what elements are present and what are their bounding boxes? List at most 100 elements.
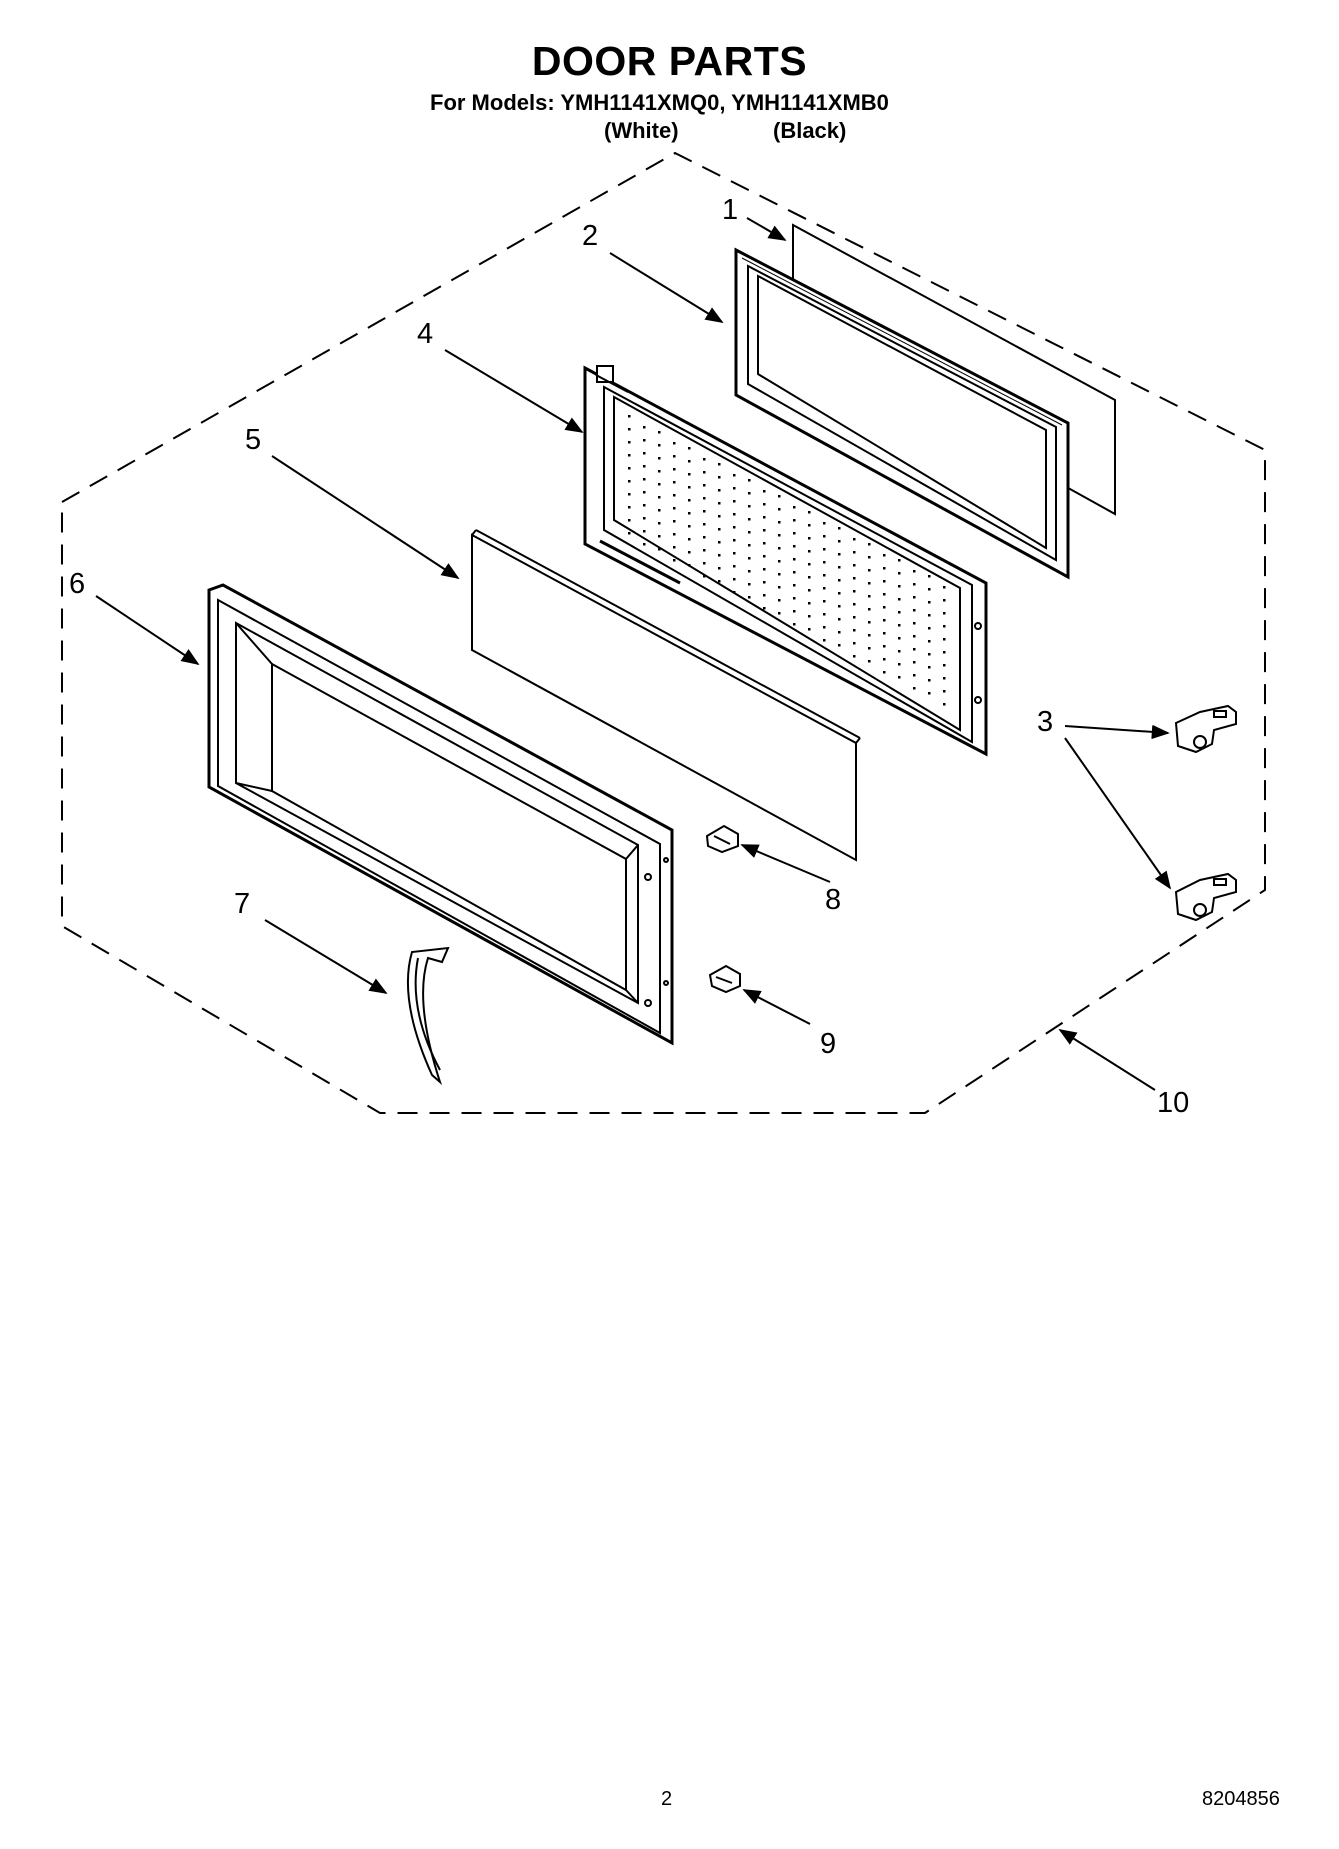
perforation-dot — [628, 506, 631, 509]
perforation-dot — [808, 628, 811, 631]
callout-8: 8 — [825, 884, 842, 916]
perforation-dot — [628, 428, 631, 431]
perforation-dot — [733, 539, 736, 542]
perforation-dot — [673, 442, 676, 445]
perforation-dot — [928, 666, 931, 669]
callout-3: 3 — [1037, 706, 1054, 738]
perforation-dot — [733, 578, 736, 581]
perforation-dot — [643, 426, 646, 429]
perforation-dot — [793, 584, 796, 587]
perforation-dot — [913, 583, 916, 586]
perforation-dot — [628, 415, 631, 418]
perforation-dot — [853, 577, 856, 580]
perforation-dot — [928, 614, 931, 617]
perforation-dot — [838, 527, 841, 530]
models-line: For Models: YMH1141XMQ0, YMH1141XMB0 — [430, 90, 889, 115]
perforation-dot — [838, 592, 841, 595]
perforation-dot — [868, 582, 871, 585]
perforation-dot — [778, 612, 781, 615]
perforation-dot — [868, 569, 871, 572]
perforation-dot — [928, 575, 931, 578]
perforation-dot — [658, 457, 661, 460]
perforation-dot — [913, 570, 916, 573]
perforation-dot — [883, 619, 886, 622]
perforation-dot — [733, 513, 736, 516]
perforation-dot — [913, 596, 916, 599]
perforation-dot — [778, 573, 781, 576]
perforation-dot — [913, 635, 916, 638]
perforation-dot — [703, 471, 706, 474]
perforation-dot — [898, 676, 901, 679]
perforation-dot — [898, 559, 901, 562]
perforation-dot — [673, 559, 676, 562]
part-3-latch-upper — [1174, 704, 1237, 754]
perforation-dot — [643, 504, 646, 507]
perforation-dot — [898, 663, 901, 666]
perforation-dot — [703, 497, 706, 500]
part-7-door-handle — [407, 946, 450, 1086]
perforation-dot — [658, 509, 661, 512]
color-label-white: (White) — [604, 118, 679, 143]
perforation-dot — [853, 616, 856, 619]
perforation-dot — [688, 486, 691, 489]
perforation-dot — [673, 481, 676, 484]
perforation-dot — [943, 638, 946, 641]
perforation-dot — [808, 550, 811, 553]
perforation-dot — [763, 529, 766, 532]
perforation-dot — [673, 468, 676, 471]
perforation-dot — [928, 653, 931, 656]
perforation-dot — [943, 677, 946, 680]
perforation-dot — [748, 557, 751, 560]
perforation-dot — [688, 564, 691, 567]
perforation-dot — [928, 588, 931, 591]
perforation-dot — [778, 521, 781, 524]
perforation-dot — [898, 650, 901, 653]
perforation-dot — [658, 431, 661, 434]
perforation-dot — [688, 551, 691, 554]
perforation-dot — [733, 565, 736, 568]
perforation-dot — [658, 444, 661, 447]
perforation-dot — [778, 495, 781, 498]
perforation-dot — [703, 536, 706, 539]
perforation-dot — [943, 625, 946, 628]
perforation-dot — [823, 561, 826, 564]
perforation-dot — [838, 644, 841, 647]
perforation-dot — [733, 500, 736, 503]
perforation-dot — [808, 524, 811, 527]
perforation-dot — [793, 623, 796, 626]
perforation-dot — [823, 626, 826, 629]
perforation-dot — [748, 531, 751, 534]
perforation-dot — [658, 548, 661, 551]
perforation-dot — [778, 560, 781, 563]
perforation-dot — [853, 655, 856, 658]
perforation-dot — [718, 463, 721, 466]
perforation-dot — [793, 506, 796, 509]
perforation-dot — [868, 647, 871, 650]
part-4-inner-door-panel — [583, 365, 988, 757]
perforation-dot — [868, 556, 871, 559]
perforation-dot — [808, 602, 811, 605]
perforation-dot — [688, 525, 691, 528]
perforation-dot — [838, 605, 841, 608]
perforation-dot — [823, 587, 826, 590]
perforation-dot — [913, 674, 916, 677]
perforation-dot — [718, 541, 721, 544]
perforation-dot — [703, 549, 706, 552]
perforation-dot — [748, 570, 751, 573]
perforation-dot — [868, 621, 871, 624]
perforation-dot — [778, 586, 781, 589]
perforation-dot — [748, 544, 751, 547]
perforation-dot — [823, 600, 826, 603]
perforation-dot — [628, 441, 631, 444]
perforation-dot — [763, 581, 766, 584]
perforation-dot — [793, 597, 796, 600]
door-assembly-boundary — [61, 151, 1266, 1114]
perforation-dot — [718, 476, 721, 479]
perforation-dot — [718, 502, 721, 505]
callout-10: 10 — [1157, 1087, 1190, 1119]
perforation-dot — [673, 546, 676, 549]
callout-leaders — [95, 217, 1172, 1091]
perforation-dot — [793, 558, 796, 561]
perforation-dot — [718, 489, 721, 492]
